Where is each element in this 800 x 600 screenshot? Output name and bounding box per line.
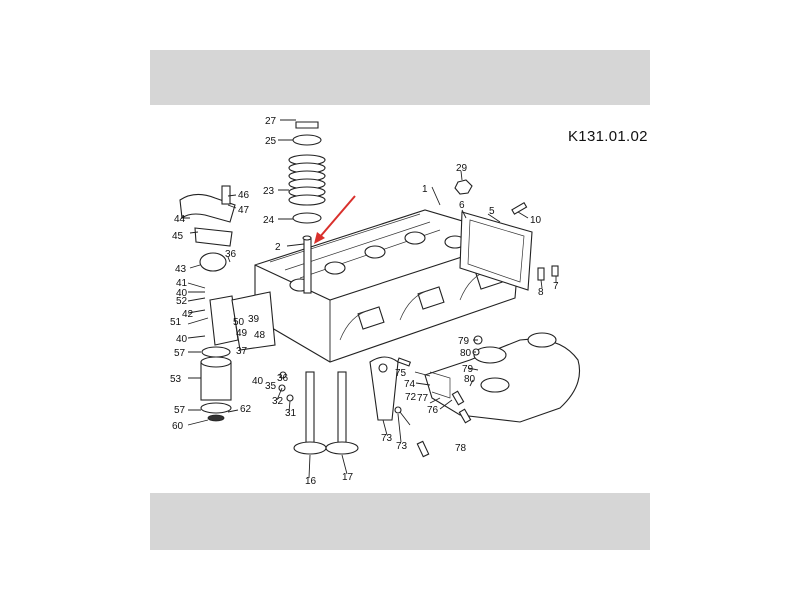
callout-57: 72 bbox=[405, 392, 417, 403]
callout-72: 74 bbox=[404, 379, 416, 390]
callout-74: 76 bbox=[427, 405, 439, 416]
callout-75: 77 bbox=[417, 393, 429, 404]
callout-34: 37 bbox=[236, 346, 248, 357]
valve-stem-part bbox=[302, 235, 312, 294]
bottom-letterbox-band bbox=[150, 493, 650, 550]
callout-43: 46 bbox=[238, 190, 250, 201]
callout-23: 29 bbox=[456, 163, 468, 174]
callout-20: 24 bbox=[263, 215, 275, 226]
callout-50: 53 bbox=[170, 374, 182, 385]
callout-77: 79 bbox=[462, 364, 474, 375]
callout-22: 27 bbox=[265, 116, 277, 127]
valve-spring-assembly bbox=[288, 121, 326, 224]
diagram-reference-code: K131.01.02 bbox=[568, 128, 648, 145]
callout-78: 80 bbox=[464, 374, 476, 385]
callout-29: 35 bbox=[265, 381, 277, 392]
callout-labels: 27 25 23 24 2 1 29 6 5 10 8 7 46 47 44 4… bbox=[170, 116, 559, 487]
callout-79: 79 bbox=[458, 336, 470, 347]
callout-31: 36 bbox=[277, 373, 289, 384]
callout-10: 10 bbox=[530, 215, 542, 226]
cylinder-head-exploded-diagram: 27 25 23 24 2 1 29 6 5 10 8 7 46 47 44 4… bbox=[170, 116, 581, 487]
callout-52: 60 bbox=[172, 421, 184, 432]
callout-62: 73 bbox=[381, 433, 393, 444]
callout-48: 51 bbox=[170, 317, 182, 328]
callout-80: 80 bbox=[460, 348, 472, 359]
exhaust-manifold-part bbox=[424, 332, 581, 423]
callout-73: 75 bbox=[395, 368, 407, 379]
callout-40: 43 bbox=[175, 264, 187, 275]
callout-60: 73 bbox=[396, 441, 408, 452]
top-letterbox-band bbox=[150, 50, 650, 105]
callout-leader-lines bbox=[183, 119, 557, 479]
callout-41: 44 bbox=[174, 214, 186, 225]
callout-39: 42 bbox=[182, 309, 194, 320]
callout-37-upper: 40 bbox=[176, 288, 188, 299]
callout-49: 52 bbox=[176, 296, 188, 307]
callout-53: 62 bbox=[240, 404, 252, 415]
callout-21: 25 bbox=[265, 136, 277, 147]
callout-47: 50 bbox=[233, 317, 245, 328]
hose-clamp-assembly bbox=[200, 291, 276, 422]
red-pointer-arrow bbox=[314, 195, 356, 244]
callout-8: 8 bbox=[538, 287, 544, 298]
callout-6: 6 bbox=[459, 200, 465, 211]
callout-5: 5 bbox=[489, 206, 495, 217]
small-hardware-parts bbox=[278, 179, 559, 458]
callout-44: 47 bbox=[238, 205, 250, 216]
callout-51: 57 bbox=[174, 405, 186, 416]
intake-exhaust-valves bbox=[293, 371, 359, 455]
side-cover-plate bbox=[459, 211, 533, 291]
callout-46: 49 bbox=[236, 328, 248, 339]
callout-2: 2 bbox=[275, 242, 281, 253]
callout-51-upper: 57 bbox=[174, 348, 186, 359]
callout-36: 40 bbox=[252, 376, 264, 387]
callout-38: 41 bbox=[176, 278, 188, 289]
callout-7: 7 bbox=[553, 281, 559, 292]
callout-16: 16 bbox=[305, 476, 317, 487]
callout-35: 39 bbox=[248, 314, 260, 325]
callout-25: 32 bbox=[272, 396, 284, 407]
callout-42: 45 bbox=[172, 231, 184, 242]
callout-1: 1 bbox=[422, 184, 428, 195]
callout-24: 31 bbox=[285, 408, 297, 419]
water-outlet-housing bbox=[179, 185, 236, 272]
callout-45: 48 bbox=[254, 330, 266, 341]
callout-17: 17 bbox=[342, 472, 354, 483]
callout-37: 40 bbox=[176, 334, 188, 345]
callout-32: 36 bbox=[225, 249, 237, 260]
lifting-bracket-part bbox=[369, 356, 399, 421]
callout-76: 78 bbox=[455, 443, 467, 454]
callout-19: 23 bbox=[263, 186, 275, 197]
